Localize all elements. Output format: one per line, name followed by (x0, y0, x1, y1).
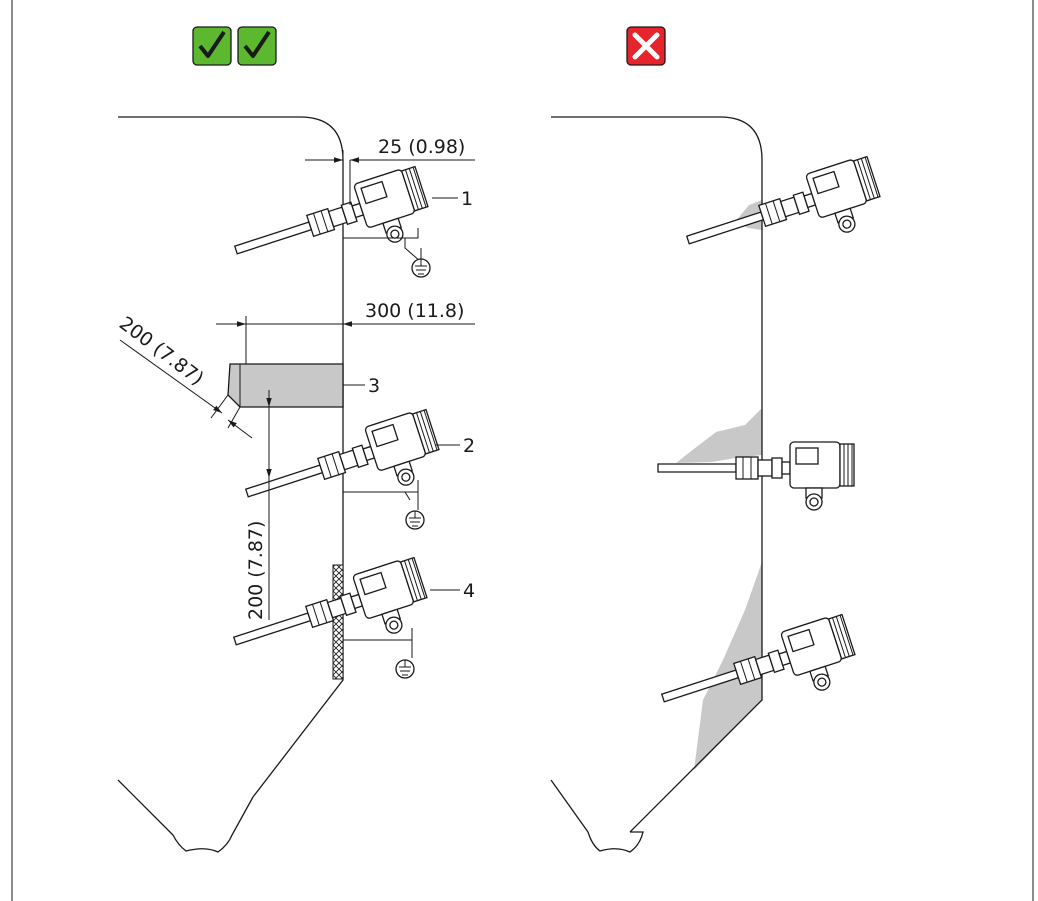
correct-panel: 25 (0.98) 1 3 2 4 300 (11.8) 200 (7.87) (115, 26, 475, 853)
frame (11, 0, 1034, 901)
callout-4: 4 (463, 580, 475, 602)
sensor-housing-icon (227, 164, 437, 291)
sensor-housing-icon (679, 154, 889, 281)
dimension-vertical-spacing: 200 (7.87) (245, 390, 272, 620)
dimension-label: 25 (0.98) (378, 136, 465, 158)
silo-wall (551, 116, 763, 833)
dimension-label: 200 (7.87) (115, 312, 208, 389)
dimension-label: 300 (11.8) (365, 300, 464, 322)
insulation (332, 564, 344, 680)
deflector-plate (227, 363, 344, 408)
check-icon (192, 26, 232, 66)
dimension-label: 200 (7.87) (245, 521, 267, 620)
callout-1: 1 (461, 188, 473, 210)
dimension-wall-gap: 25 (0.98) (305, 136, 475, 205)
ground-symbol-icon (411, 258, 431, 278)
ground-symbol-icon (395, 659, 415, 679)
silo-outlet (172, 796, 254, 853)
callout-2: 2 (463, 435, 475, 457)
dimension-cone-offset: 300 (11.8) (216, 300, 475, 364)
cross-icon (626, 26, 666, 66)
check-icon (237, 26, 277, 66)
ground-symbol-icon (405, 510, 425, 530)
silo-outlet (587, 831, 644, 853)
incorrect-panel (550, 26, 889, 853)
callout-3: 3 (368, 375, 380, 397)
